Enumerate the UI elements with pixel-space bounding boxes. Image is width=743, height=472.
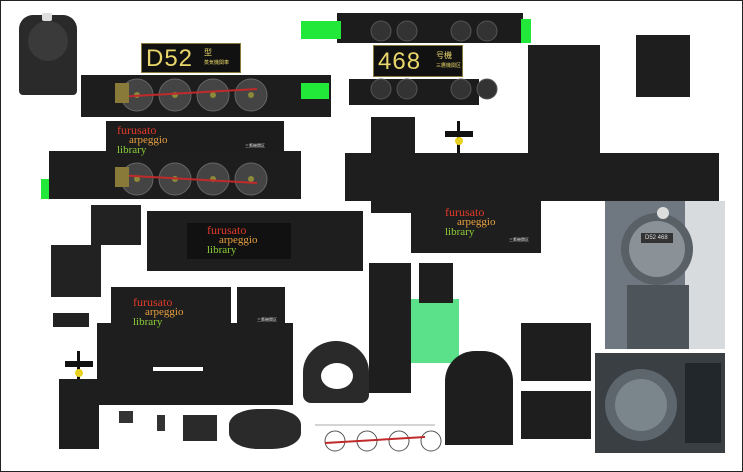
class-plate: D52 型 蒸気機関車 [141, 43, 241, 73]
logo-line-arpeggio: arpeggio [219, 234, 258, 246]
cab-floor-piece [97, 323, 293, 405]
small-part [157, 415, 165, 431]
signal-lamp-bottom [65, 351, 93, 387]
cab-floor-green [411, 299, 459, 363]
number-plate: 468 号機 三鷹機関区 [373, 45, 463, 77]
logo-line-library: library [117, 144, 147, 156]
tender-wheels [370, 20, 498, 100]
sand-dome-piece [51, 245, 101, 297]
driving-wheels-upper [115, 78, 268, 112]
signal-lamp-top [445, 121, 473, 157]
cowcatcher-piece-lower [521, 391, 591, 439]
logo-line-arpeggio: arpeggio [129, 134, 168, 146]
number-plate-kanji-bottom: 三鷹機関区 [436, 63, 462, 69]
depot-tag: 三鷹機関区 [509, 237, 529, 242]
brand-logo: furusato arpeggio library [133, 295, 184, 328]
photo-plate-text: D52 468 [645, 235, 668, 241]
number-plate-kanji-top: 号機 [436, 51, 452, 60]
cab-upper-right-piece [237, 287, 285, 327]
steam-dome-piece [91, 205, 141, 245]
glue-tab [41, 179, 49, 199]
small-square-piece [636, 35, 690, 97]
front-body-piece [59, 379, 99, 449]
headlight [42, 13, 52, 21]
cowcatcher-piece-upper [521, 323, 591, 381]
logo-line-furusato: furusato [133, 295, 173, 309]
reference-photo-cab [595, 353, 725, 453]
boiler-cylinder-piece [528, 45, 600, 165]
small-bar-piece [53, 313, 89, 327]
logo-line-furusato: furusato [207, 223, 247, 237]
cab-cross-piece-right [419, 263, 453, 303]
running-gear-outline [315, 424, 442, 452]
tender-panel [187, 223, 291, 259]
glue-tab [301, 83, 329, 99]
glue-tab [301, 21, 341, 39]
class-plate-kanji-bottom: 蒸気機関車 [204, 60, 230, 66]
white-stripe [153, 367, 203, 371]
logo-line-arpeggio: arpeggio [457, 216, 496, 228]
number-plate-number: 468 [378, 48, 422, 75]
cab-cross-piece-left [369, 263, 411, 393]
logo-line-furusato: furusato [445, 205, 485, 219]
logo-line-library: library [445, 226, 475, 238]
cab-back-piece [445, 351, 513, 445]
brand-logo: furusato arpeggio library [207, 223, 258, 256]
brand-logo: furusato arpeggio library [445, 205, 496, 238]
depot-tag: 三鷹機関区 [257, 317, 277, 322]
cab-upper-piece [111, 287, 231, 327]
depot-tag: 三鷹機関区 [245, 143, 265, 148]
reference-photo-front: D52 468 [605, 201, 725, 349]
brand-logo: furusato arpeggio library [117, 123, 168, 156]
class-plate-kanji-top: 型 [204, 48, 212, 57]
logo-line-library: library [207, 244, 237, 256]
cab-side-piece [411, 191, 541, 253]
logo-line-arpeggio: arpeggio [145, 306, 184, 318]
small-part [183, 415, 217, 441]
class-plate-number: D52 [146, 45, 194, 72]
logo-line-furusato: furusato [117, 123, 157, 137]
round-part [229, 409, 301, 449]
driving-wheels-lower [115, 162, 268, 196]
glue-tab [521, 19, 531, 43]
smokebox-hole [321, 363, 353, 389]
small-part [119, 411, 133, 423]
logo-line-library: library [133, 316, 163, 328]
smokebox-door [28, 21, 68, 61]
